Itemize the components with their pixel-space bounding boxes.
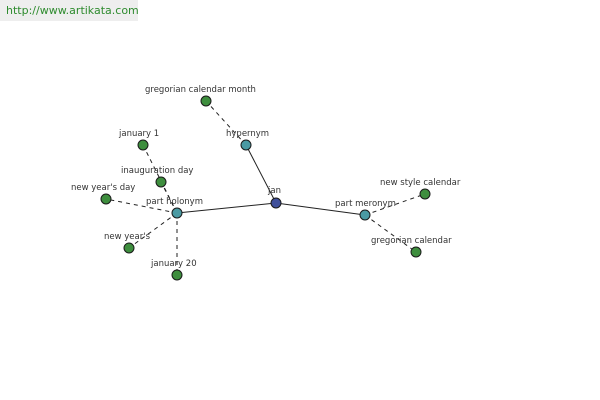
node-label-jan: jan — [267, 186, 281, 196]
edge-part-holonym-to-inauguration-day — [160, 181, 178, 214]
node-label-new-style-calendar: new style calendar — [380, 178, 461, 188]
node-dot-part-meronym[interactable] — [359, 209, 371, 221]
node-label-part-holonym: part holonym — [146, 197, 203, 207]
node-jan[interactable]: jan — [267, 186, 282, 209]
nodes-layer: jan hypernym part holonym part meronym grego… — [71, 85, 461, 281]
node-dot-january-20[interactable] — [171, 269, 183, 281]
node-dot-gregorian-calendar-month[interactable] — [200, 95, 212, 107]
node-dot-gregorian-calendar[interactable] — [410, 246, 422, 258]
node-dot-january-1[interactable] — [137, 139, 149, 151]
node-hypernym[interactable]: hypernym — [226, 129, 269, 151]
node-gregorian-calendar-month[interactable]: gregorian calendar month — [145, 85, 256, 107]
node-dot-part-holonym[interactable] — [171, 207, 183, 219]
node-january-20[interactable]: january 20 — [150, 259, 197, 281]
site-watermark: http://www.artikata.com — [0, 0, 139, 21]
node-label-new-years-day: new year's day — [71, 183, 135, 193]
node-label-gregorian-calendar-month: gregorian calendar month — [145, 85, 256, 95]
node-new-style-calendar[interactable]: new style calendar — [380, 178, 461, 200]
node-label-january-20: january 20 — [150, 259, 197, 269]
node-part-holonym[interactable]: part holonym — [146, 197, 203, 219]
node-label-hypernym: hypernym — [226, 129, 269, 139]
node-label-january-1: january 1 — [118, 129, 159, 139]
node-label-new-years: new year's — [104, 232, 151, 242]
edge-jan-to-part-meronym — [275, 202, 366, 216]
node-new-years[interactable]: new year's — [104, 232, 151, 254]
edge-hypernym-to-gregorian-calendar-month — [205, 100, 247, 146]
node-dot-new-years-day[interactable] — [100, 193, 112, 205]
edge-part-meronym-to-new-style-calendar — [364, 193, 426, 216]
edge-part-holonym-to-new-years — [128, 212, 178, 249]
node-january-1[interactable]: january 1 — [118, 129, 159, 151]
node-dot-new-style-calendar[interactable] — [419, 188, 431, 200]
node-inauguration-day[interactable]: inauguration day — [121, 166, 193, 188]
node-label-gregorian-calendar: gregorian calendar — [371, 236, 452, 246]
node-label-part-meronym: part meronym — [335, 199, 396, 209]
node-dot-inauguration-day[interactable] — [155, 176, 167, 188]
node-new-years-day[interactable]: new year's day — [71, 183, 135, 205]
node-part-meronym[interactable]: part meronym — [335, 199, 396, 221]
edges-layer — [105, 100, 426, 275]
node-dot-hypernym[interactable] — [240, 139, 252, 151]
edge-part-meronym-to-gregorian-calendar — [364, 214, 417, 253]
node-label-inauguration-day: inauguration day — [121, 166, 193, 176]
edge-jan-to-part-holonym — [176, 202, 277, 214]
edge-jan-to-hypernym — [245, 144, 277, 204]
node-dot-jan[interactable] — [270, 197, 282, 209]
node-dot-new-years[interactable] — [123, 242, 135, 254]
node-gregorian-calendar[interactable]: gregorian calendar — [371, 236, 452, 258]
